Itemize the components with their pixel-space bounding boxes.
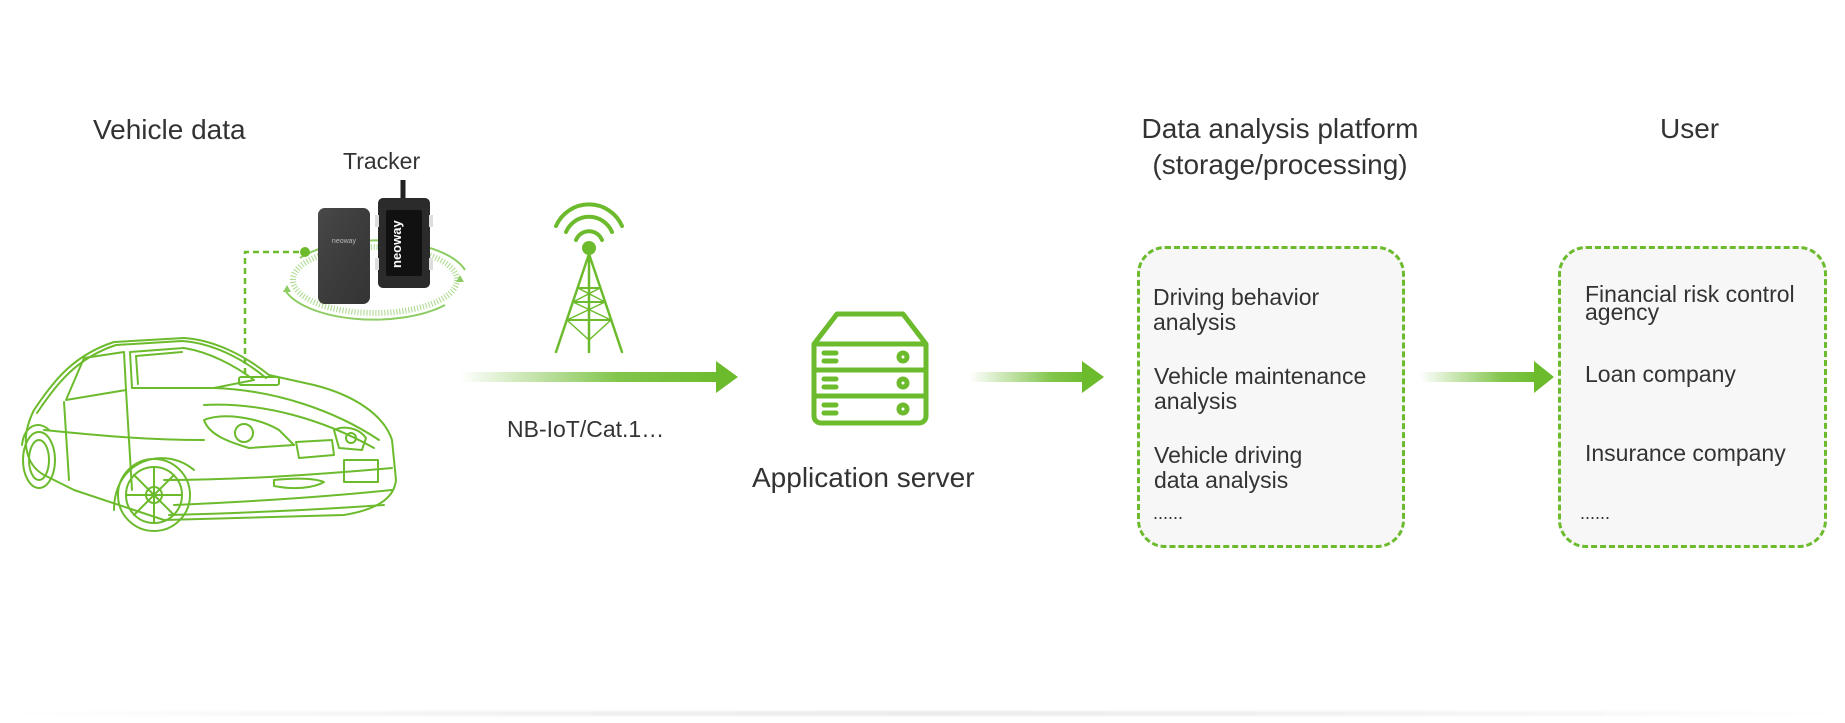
platform-item-line: analysis xyxy=(1153,309,1237,335)
platform-item-line: Vehicle maintenance xyxy=(1154,363,1367,389)
tracker-brand-right: neoway xyxy=(389,220,404,268)
platform-more: ...... xyxy=(1153,503,1184,523)
platform-item: Vehicle maintenance analysis xyxy=(1154,364,1366,414)
cell-tower-icon xyxy=(554,202,624,354)
platform-title: Data analysis platform (storage/processi… xyxy=(1100,111,1460,183)
platform-title-line2: (storage/processing) xyxy=(1152,149,1408,180)
user-more: ...... xyxy=(1580,503,1611,523)
arrow-right-icon xyxy=(460,361,738,393)
arrow-right-icon xyxy=(970,361,1104,393)
user-item: Insurance company xyxy=(1585,440,1786,466)
arrow-right-icon xyxy=(1420,361,1554,393)
platform-item: Vehicle driving data analysis xyxy=(1154,443,1302,493)
server-stack-icon xyxy=(811,311,929,426)
tracker-brand-left: neoway xyxy=(332,238,357,245)
application-server-label: Application server xyxy=(752,462,975,493)
vehicle-data-title: Vehicle data xyxy=(93,114,246,145)
platform-item: Driving behavior analysis xyxy=(1153,285,1319,335)
user-box: Financial risk control agency Loan compa… xyxy=(1558,246,1827,548)
network-protocol-label: NB-IoT/Cat.1… xyxy=(507,416,665,442)
platform-box: Driving behavior analysis Vehicle mainte… xyxy=(1137,246,1405,548)
car-tracker-connector xyxy=(243,250,305,374)
platform-item-line: data analysis xyxy=(1154,467,1289,493)
tracker-label: Tracker xyxy=(343,148,421,174)
user-title: User xyxy=(1660,113,1720,144)
user-item-line: agency xyxy=(1585,299,1660,325)
bottom-divider xyxy=(0,711,1845,716)
platform-item-line: analysis xyxy=(1154,388,1238,414)
platform-item-line: Driving behavior xyxy=(1153,284,1320,310)
user-item: Financial risk control agency xyxy=(1585,281,1795,325)
user-item-line: Financial risk control xyxy=(1585,281,1795,307)
car-outline-icon xyxy=(21,337,397,532)
user-item: Loan company xyxy=(1585,361,1736,387)
tracker-device-icon: neoway neoway xyxy=(283,180,466,321)
platform-title-line1: Data analysis platform xyxy=(1141,113,1419,144)
platform-item-line: Vehicle driving xyxy=(1154,442,1303,468)
